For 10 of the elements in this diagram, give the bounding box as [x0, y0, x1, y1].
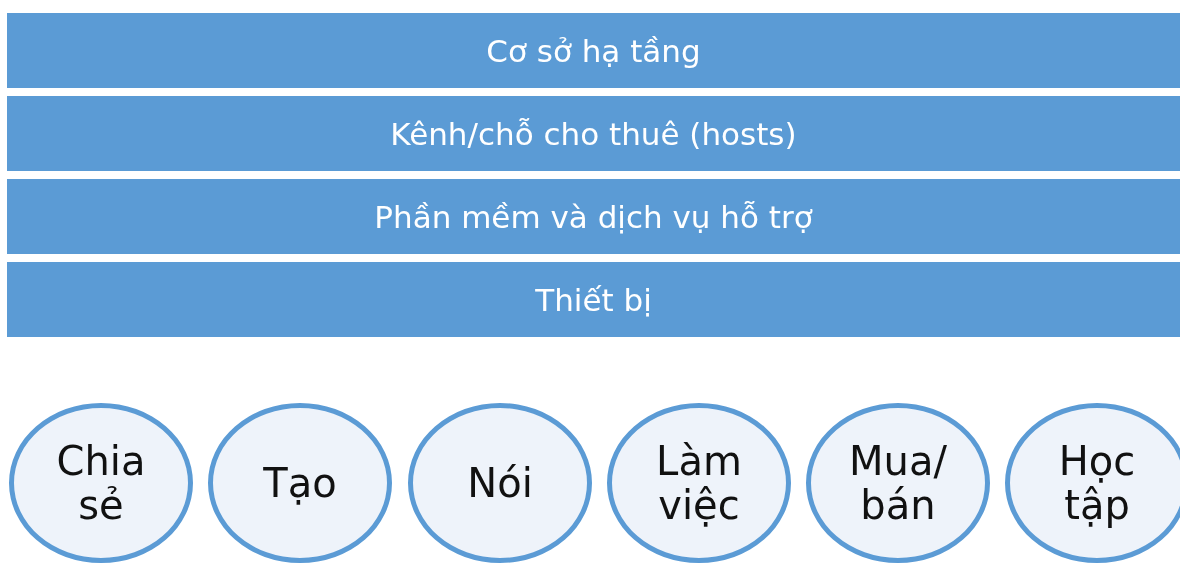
category-circle: Chia sẻ [9, 403, 193, 563]
layer-band: Phần mềm và dịch vụ hỗ trợ [7, 179, 1180, 254]
category-circle: Tạo [208, 403, 392, 563]
category-circle: Mua/ bán [806, 403, 990, 563]
layer-band: Cơ sở hạ tầng [7, 13, 1180, 88]
category-circle: Học tập [1005, 403, 1180, 563]
category-circle: Làm việc [607, 403, 791, 563]
category-circle: Nói [408, 403, 592, 563]
layer-band: Thiết bị [7, 262, 1180, 337]
layer-band: Kênh/chỗ cho thuê (hosts) [7, 96, 1180, 171]
